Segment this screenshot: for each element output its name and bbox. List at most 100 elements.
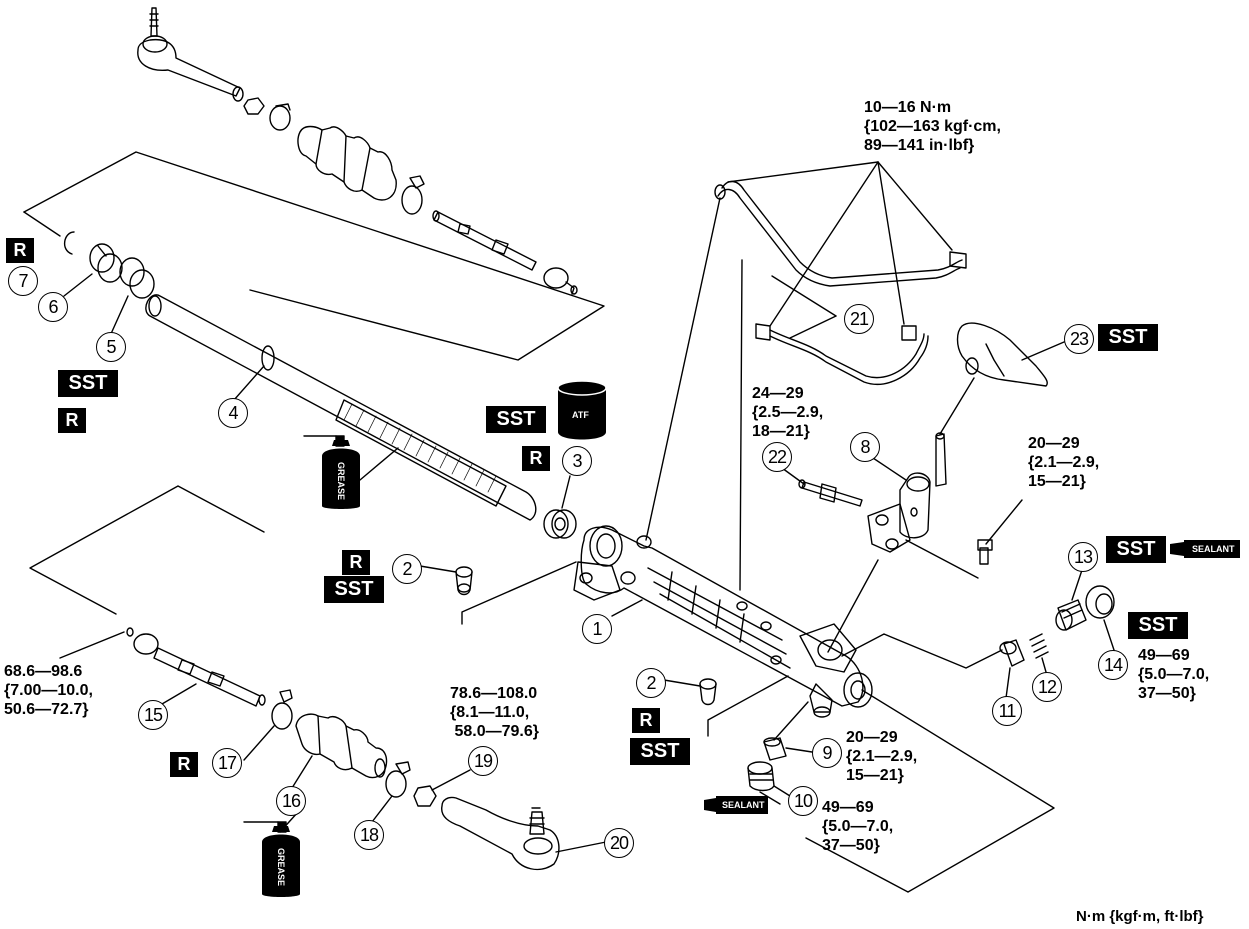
callout-17: 17 xyxy=(212,748,242,778)
steering-rack xyxy=(145,294,537,521)
tag-r-4: R xyxy=(58,408,86,433)
torque-plug-14: 49—69 {5.0—7.0, 37—50} xyxy=(1138,647,1210,702)
upper-tie-rod-end xyxy=(137,7,244,102)
leader-torque-15 xyxy=(59,631,125,659)
callout-16: 16 xyxy=(276,786,306,816)
callout-2a: 2 xyxy=(392,554,422,584)
bolt-22 xyxy=(798,479,863,507)
leader-15 xyxy=(161,683,197,705)
callout-1: 1 xyxy=(582,614,612,644)
callout-8: 8 xyxy=(850,432,880,462)
callout-23: 23 xyxy=(1064,324,1094,354)
yoke-bracket xyxy=(841,633,1003,669)
tag-r-7: R xyxy=(6,238,34,263)
tag-r-3: R xyxy=(522,446,550,471)
leader-8 xyxy=(869,455,907,481)
leader-23 xyxy=(1021,341,1065,361)
leader-12 xyxy=(1041,657,1047,673)
tag-sst-3: SST xyxy=(486,406,546,433)
leader-7 xyxy=(23,211,61,237)
callout-13: 13 xyxy=(1068,542,1098,572)
tag-sst-2a: SST xyxy=(324,576,384,603)
callout-6: 6 xyxy=(38,292,68,322)
callout-4: 4 xyxy=(218,398,248,428)
pipe-leader-d xyxy=(877,161,905,325)
leader-19 xyxy=(431,769,471,791)
leader-11 xyxy=(1005,667,1011,699)
callout-15: 15 xyxy=(138,700,168,730)
bushing-2-left xyxy=(455,566,473,596)
pipe-to-housing-2 xyxy=(739,259,743,591)
pipe-to-housing xyxy=(645,197,721,541)
yoke-11 xyxy=(999,639,1025,667)
bracket-2b xyxy=(707,675,789,737)
pinion-valve-housing xyxy=(867,432,947,553)
leader-8-shaft xyxy=(939,377,975,435)
leader-grease-rack xyxy=(359,447,399,481)
gear-housing xyxy=(573,525,873,718)
sealant-10-leader xyxy=(759,791,781,805)
leader-2b xyxy=(663,679,701,687)
grease-tube-bottom xyxy=(262,826,300,897)
callout-14: 14 xyxy=(1098,650,1128,680)
bush-5 xyxy=(119,257,155,299)
callout-11: 11 xyxy=(992,696,1022,726)
upper-nut xyxy=(243,97,265,115)
atf-can xyxy=(557,380,607,440)
torque-nut-19: 78.6—108.0 {8.1—11.0, 58.0—79.6} xyxy=(450,685,539,740)
lower-boot-clamp xyxy=(385,761,411,798)
grease-tube-top xyxy=(322,440,360,509)
bracket-bolt-right xyxy=(905,539,979,579)
callout-12: 12 xyxy=(1032,672,1062,702)
upper-group-bracket xyxy=(23,151,605,361)
leader-18 xyxy=(371,795,393,823)
leader-21a xyxy=(771,275,837,317)
callout-10: 10 xyxy=(788,786,818,816)
upper-boot-clamp xyxy=(401,175,425,215)
bush-6 xyxy=(89,243,123,283)
callout-2b: 2 xyxy=(636,668,666,698)
bracket-2a xyxy=(461,561,577,625)
leader-bolt-right xyxy=(985,499,1023,545)
grease-label-bottom: GREASE xyxy=(276,848,286,887)
lower-group-bracket xyxy=(29,485,265,615)
leader-21b xyxy=(789,315,837,339)
pressure-pipes xyxy=(714,180,967,385)
tag-sst-13: SST xyxy=(1106,536,1166,563)
tag-sst-2b: SST xyxy=(630,738,690,765)
housing-to-pinion xyxy=(827,559,879,653)
tag-sst-5: SST xyxy=(58,370,118,397)
bushing-2-right xyxy=(699,678,717,706)
callout-19: 19 xyxy=(468,746,498,776)
callout-5: 5 xyxy=(96,332,126,362)
callout-22: 22 xyxy=(762,442,792,472)
lower-right-bracket xyxy=(805,689,1055,893)
unit-note: N·m {kgf·m, ft·lbf} xyxy=(1076,908,1204,925)
upper-inner-tie-rod xyxy=(432,210,578,295)
oil-seal-3 xyxy=(543,509,577,539)
lower-inner-tie-rod xyxy=(126,627,266,707)
torque-bolt-right: 20—29 {2.1—2.9, 15—21} xyxy=(1028,435,1100,490)
tag-r-2b: R xyxy=(632,708,660,733)
pipe-leader-a xyxy=(727,161,879,183)
sealant-tube-right xyxy=(1170,540,1240,558)
tag-r-2a: R xyxy=(342,550,370,575)
locknut-14 xyxy=(1085,585,1115,619)
plug-10 xyxy=(747,761,775,792)
leader-16 xyxy=(291,755,313,789)
leader-4 xyxy=(233,365,265,401)
leader-22 xyxy=(781,467,805,485)
leader-2a xyxy=(419,565,457,573)
torque-bolt-22: 24—29 {2.5—2.9, 18—21} xyxy=(752,385,824,440)
atf-label: ATF xyxy=(572,410,589,420)
snap-ring xyxy=(64,231,75,255)
leader-1 xyxy=(611,599,643,617)
callout-20: 20 xyxy=(604,828,634,858)
callout-9: 9 xyxy=(812,738,842,768)
upper-boot xyxy=(297,125,397,201)
callout-21: 21 xyxy=(844,304,874,334)
tag-sst-14: SST xyxy=(1128,612,1188,639)
leader-5 xyxy=(109,295,129,337)
